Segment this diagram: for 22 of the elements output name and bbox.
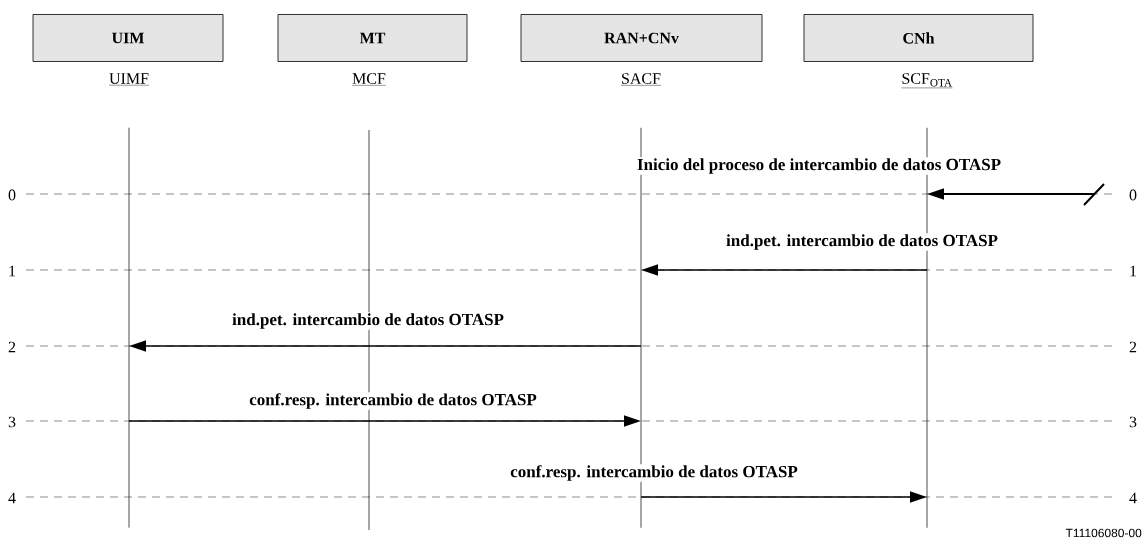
row-number: 3	[1129, 416, 1137, 428]
figure-code: T11106080-00	[1065, 528, 1142, 538]
row-number: 4	[1129, 492, 1137, 504]
row-number: 0	[8, 189, 16, 201]
edge-label: ind.pet. intercambio de datos OTASP	[726, 234, 998, 250]
entity-box: CNh	[803, 14, 1034, 62]
edge-label: conf.resp. intercambio de datos OTASP	[249, 393, 537, 409]
row-number: 2	[8, 341, 16, 353]
lifeline-label: MCF	[351, 73, 387, 86]
row-number: 3	[8, 416, 16, 428]
edge-label: ind.pet. intercambio de datos OTASP	[232, 313, 504, 329]
row-number: 4	[8, 492, 16, 504]
row-number: 1	[1130, 265, 1137, 277]
row-number: 1	[9, 265, 16, 277]
edge-label: conf.resp. intercambio de datos OTASP	[510, 465, 798, 481]
lifeline: UIMF	[108, 73, 150, 528]
entity-box: UIM	[32, 14, 224, 62]
row-number: 0	[1129, 189, 1137, 201]
entity-box: RAN+CNv	[520, 14, 763, 62]
edge-label: Inicio del proceso de intercambio de datos OTASP	[637, 158, 1001, 174]
entity-box: MT	[277, 14, 468, 62]
row-number: 2	[1129, 341, 1137, 353]
